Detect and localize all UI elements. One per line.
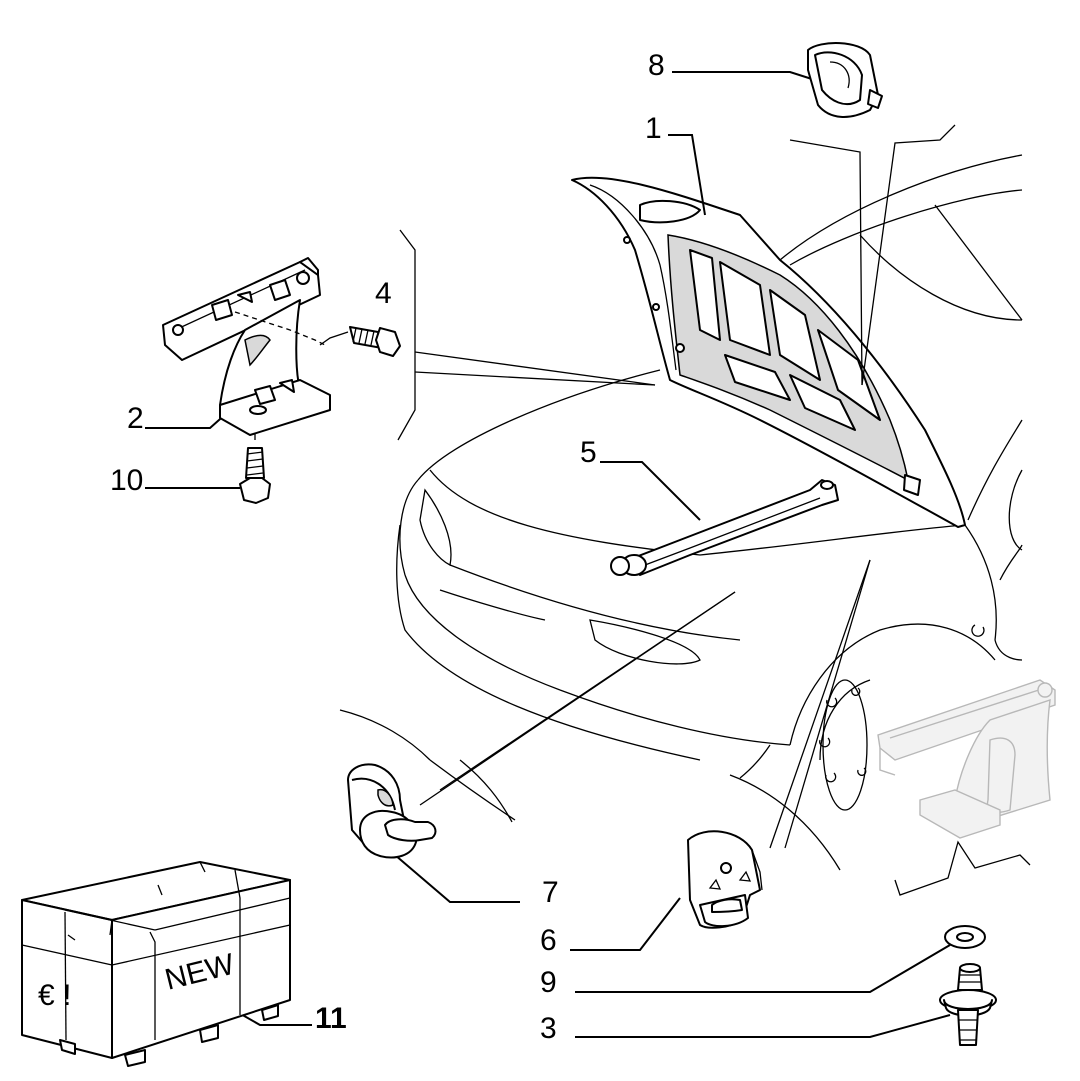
screw-part-4 <box>234 311 401 357</box>
hinge-reference-view <box>877 679 1056 839</box>
bolt-part-10 <box>239 447 271 504</box>
callout-9: 9 <box>540 966 557 999</box>
prop-rod-part-5 <box>610 479 839 576</box>
callout-11: 11 <box>315 1002 347 1035</box>
bump-stop-part-7 <box>347 763 437 859</box>
leader-lines <box>145 71 1031 1038</box>
hinge-bracket-part <box>162 257 331 436</box>
callout-10: 10 <box>110 464 143 497</box>
rubber-buffer-part-6 <box>687 830 763 929</box>
crate-symbols: € ! <box>38 979 71 1012</box>
car-body-outline <box>339 154 1023 871</box>
callout-1: 1 <box>645 112 662 145</box>
grommet-part-8 <box>807 42 883 118</box>
packing-crate-part-11 <box>21 861 291 1067</box>
push-stud-part-3 <box>939 963 997 1046</box>
callout-6: 6 <box>540 924 557 957</box>
washer-part-9 <box>944 925 986 949</box>
callout-4: 4 <box>375 277 392 310</box>
bonnet-hood-part <box>571 176 966 528</box>
callout-8: 8 <box>648 49 665 82</box>
callout-2: 2 <box>127 402 144 435</box>
callout-7: 7 <box>542 876 559 909</box>
callout-3: 3 <box>540 1012 557 1045</box>
callout-5: 5 <box>580 436 597 469</box>
